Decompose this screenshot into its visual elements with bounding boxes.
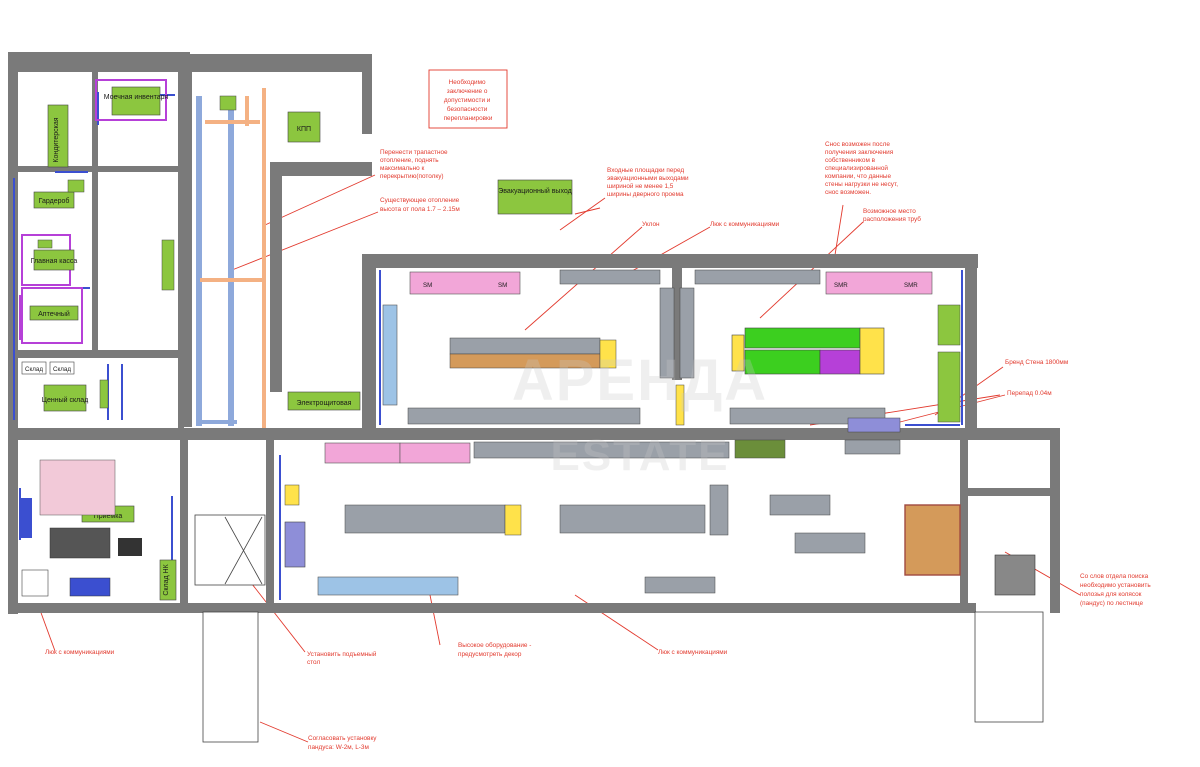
room-cenny-sklad bbox=[43, 384, 87, 412]
note-lyuk-left: Люк с коммуникациями bbox=[45, 649, 115, 656]
room-garderob-label: Гардероб bbox=[39, 197, 70, 205]
room-kpp-label: КПП bbox=[297, 126, 311, 133]
room-konditer-label: Кондитерская bbox=[53, 117, 60, 162]
sm-left-label: SM bbox=[423, 282, 432, 289]
smr-right-label-2: SMR bbox=[904, 282, 918, 289]
room-elektro bbox=[287, 391, 361, 411]
note-lyuk-top: Люк с коммуникациями bbox=[710, 221, 780, 228]
room-moechnaya bbox=[111, 86, 161, 116]
note-soglasovat: Согласовать установку пандуса: W-2м, L-3… bbox=[308, 735, 378, 751]
room-evak-vyhod bbox=[497, 179, 573, 215]
note-brand: Бренд Стена 1800мм bbox=[1005, 359, 1068, 366]
note-snos: Снос возможен после получения заключения… bbox=[825, 141, 900, 196]
note-vhodnye: Входные площадки перед эвакуационными вы… bbox=[607, 167, 690, 198]
room-priemka-label: Приемка bbox=[94, 513, 123, 520]
note-podemnik: Установить подъемный стол bbox=[307, 650, 378, 666]
note-so-slov: Со слов отдела поиска необходимо установ… bbox=[1080, 573, 1152, 607]
room-sklad-1-label: Склад bbox=[25, 366, 43, 373]
room-apteka-label: Аптечный bbox=[38, 310, 70, 318]
room-moechnaya-label: Моечная инвентаря bbox=[104, 94, 169, 101]
room-apteka bbox=[29, 305, 79, 321]
room-glavnaya-kassa-label: Главная касса bbox=[31, 258, 78, 265]
note-lyuk-bottom: Люк с коммуникациями bbox=[658, 649, 728, 656]
watermark-line2: ESTATE bbox=[550, 431, 729, 480]
room-evak-vyhod-label: Эвакуационный выход bbox=[498, 187, 571, 195]
sm-left-label-2: SM bbox=[498, 282, 507, 289]
smr-right-label: SMR bbox=[834, 282, 848, 289]
watermark-line1: АРЕНДА bbox=[512, 348, 768, 413]
note-perepad: Перепад 0.04м bbox=[1007, 390, 1052, 397]
note-zaklyuchenie-box bbox=[428, 69, 508, 129]
room-garderob bbox=[33, 191, 75, 209]
note-perenesti: Перенести трапастное отопление, поднять … bbox=[380, 149, 449, 180]
room-elektro-label: Электрощитовая bbox=[297, 400, 352, 407]
room-outlines-purple bbox=[19, 79, 167, 344]
room-cenny-sklad-label: Ценный склад bbox=[42, 396, 88, 404]
note-sushch-otoplenie: Существующее отопление высота от пола 1.… bbox=[380, 197, 461, 213]
room-kpp bbox=[287, 111, 321, 143]
note-uklon: Уклон bbox=[642, 221, 660, 228]
room-glavnaya-kassa bbox=[33, 249, 75, 271]
small-green-boxes bbox=[37, 95, 961, 423]
note-vysokoe: Высокое оборудование - предусмотреть дек… bbox=[458, 641, 533, 658]
equipment: SM SM SMR SMR bbox=[20, 269, 1044, 743]
room-sklad-2-label: Склад bbox=[53, 366, 71, 373]
room-sklad-nk-label: Склад НК bbox=[163, 563, 170, 595]
room-konditer bbox=[47, 104, 69, 168]
walls bbox=[8, 52, 1060, 614]
watermark: АРЕНДА ESTATE bbox=[512, 348, 768, 480]
note-zaklyuchenie: Необходимо заключение о допустимости и б… bbox=[444, 78, 493, 122]
note-vozmozhnoe: Возможное место расположения труб bbox=[863, 208, 921, 223]
room-sklad-nk bbox=[159, 559, 177, 601]
notes: Необходимо заключение о допустимости и б… bbox=[45, 69, 1152, 751]
